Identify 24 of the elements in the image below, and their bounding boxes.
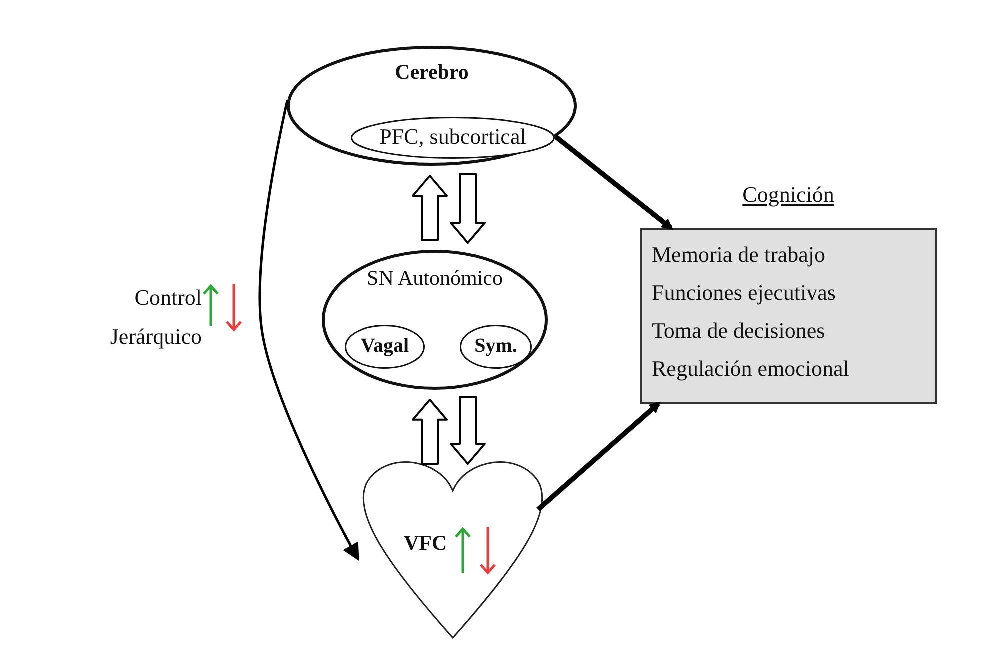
- branch-ellipse: [460, 325, 532, 369]
- list-item: Regulación emocional: [652, 356, 850, 382]
- block-arrow: [412, 175, 448, 242]
- node-label: VFC: [404, 531, 448, 556]
- node-label: Vagal: [360, 334, 410, 358]
- list-item: Funciones ejecutivas: [652, 280, 836, 306]
- list-item: Memoria de trabajo: [652, 242, 826, 268]
- list-item: Toma de decisiones: [652, 318, 826, 344]
- node-label: PFC, subcortical: [378, 124, 528, 150]
- side-label: Control Jerárquico: [109, 284, 202, 351]
- block-arrow: [412, 398, 448, 465]
- arrow: [536, 402, 662, 512]
- brain-ellipse: [287, 46, 577, 166]
- heading: Cognición: [742, 182, 836, 208]
- node-label: SN Autonómico: [366, 266, 504, 290]
- block-arrow: [450, 396, 486, 465]
- arrow: [258, 100, 360, 562]
- branch-ellipse: [345, 325, 425, 369]
- region-ellipse: [351, 117, 555, 159]
- autonomic-ellipse: [322, 250, 548, 390]
- node-label: Sym.: [474, 334, 518, 358]
- block-arrow: [450, 173, 486, 244]
- arrow: [554, 135, 674, 230]
- node-label: Cerebro: [394, 60, 470, 84]
